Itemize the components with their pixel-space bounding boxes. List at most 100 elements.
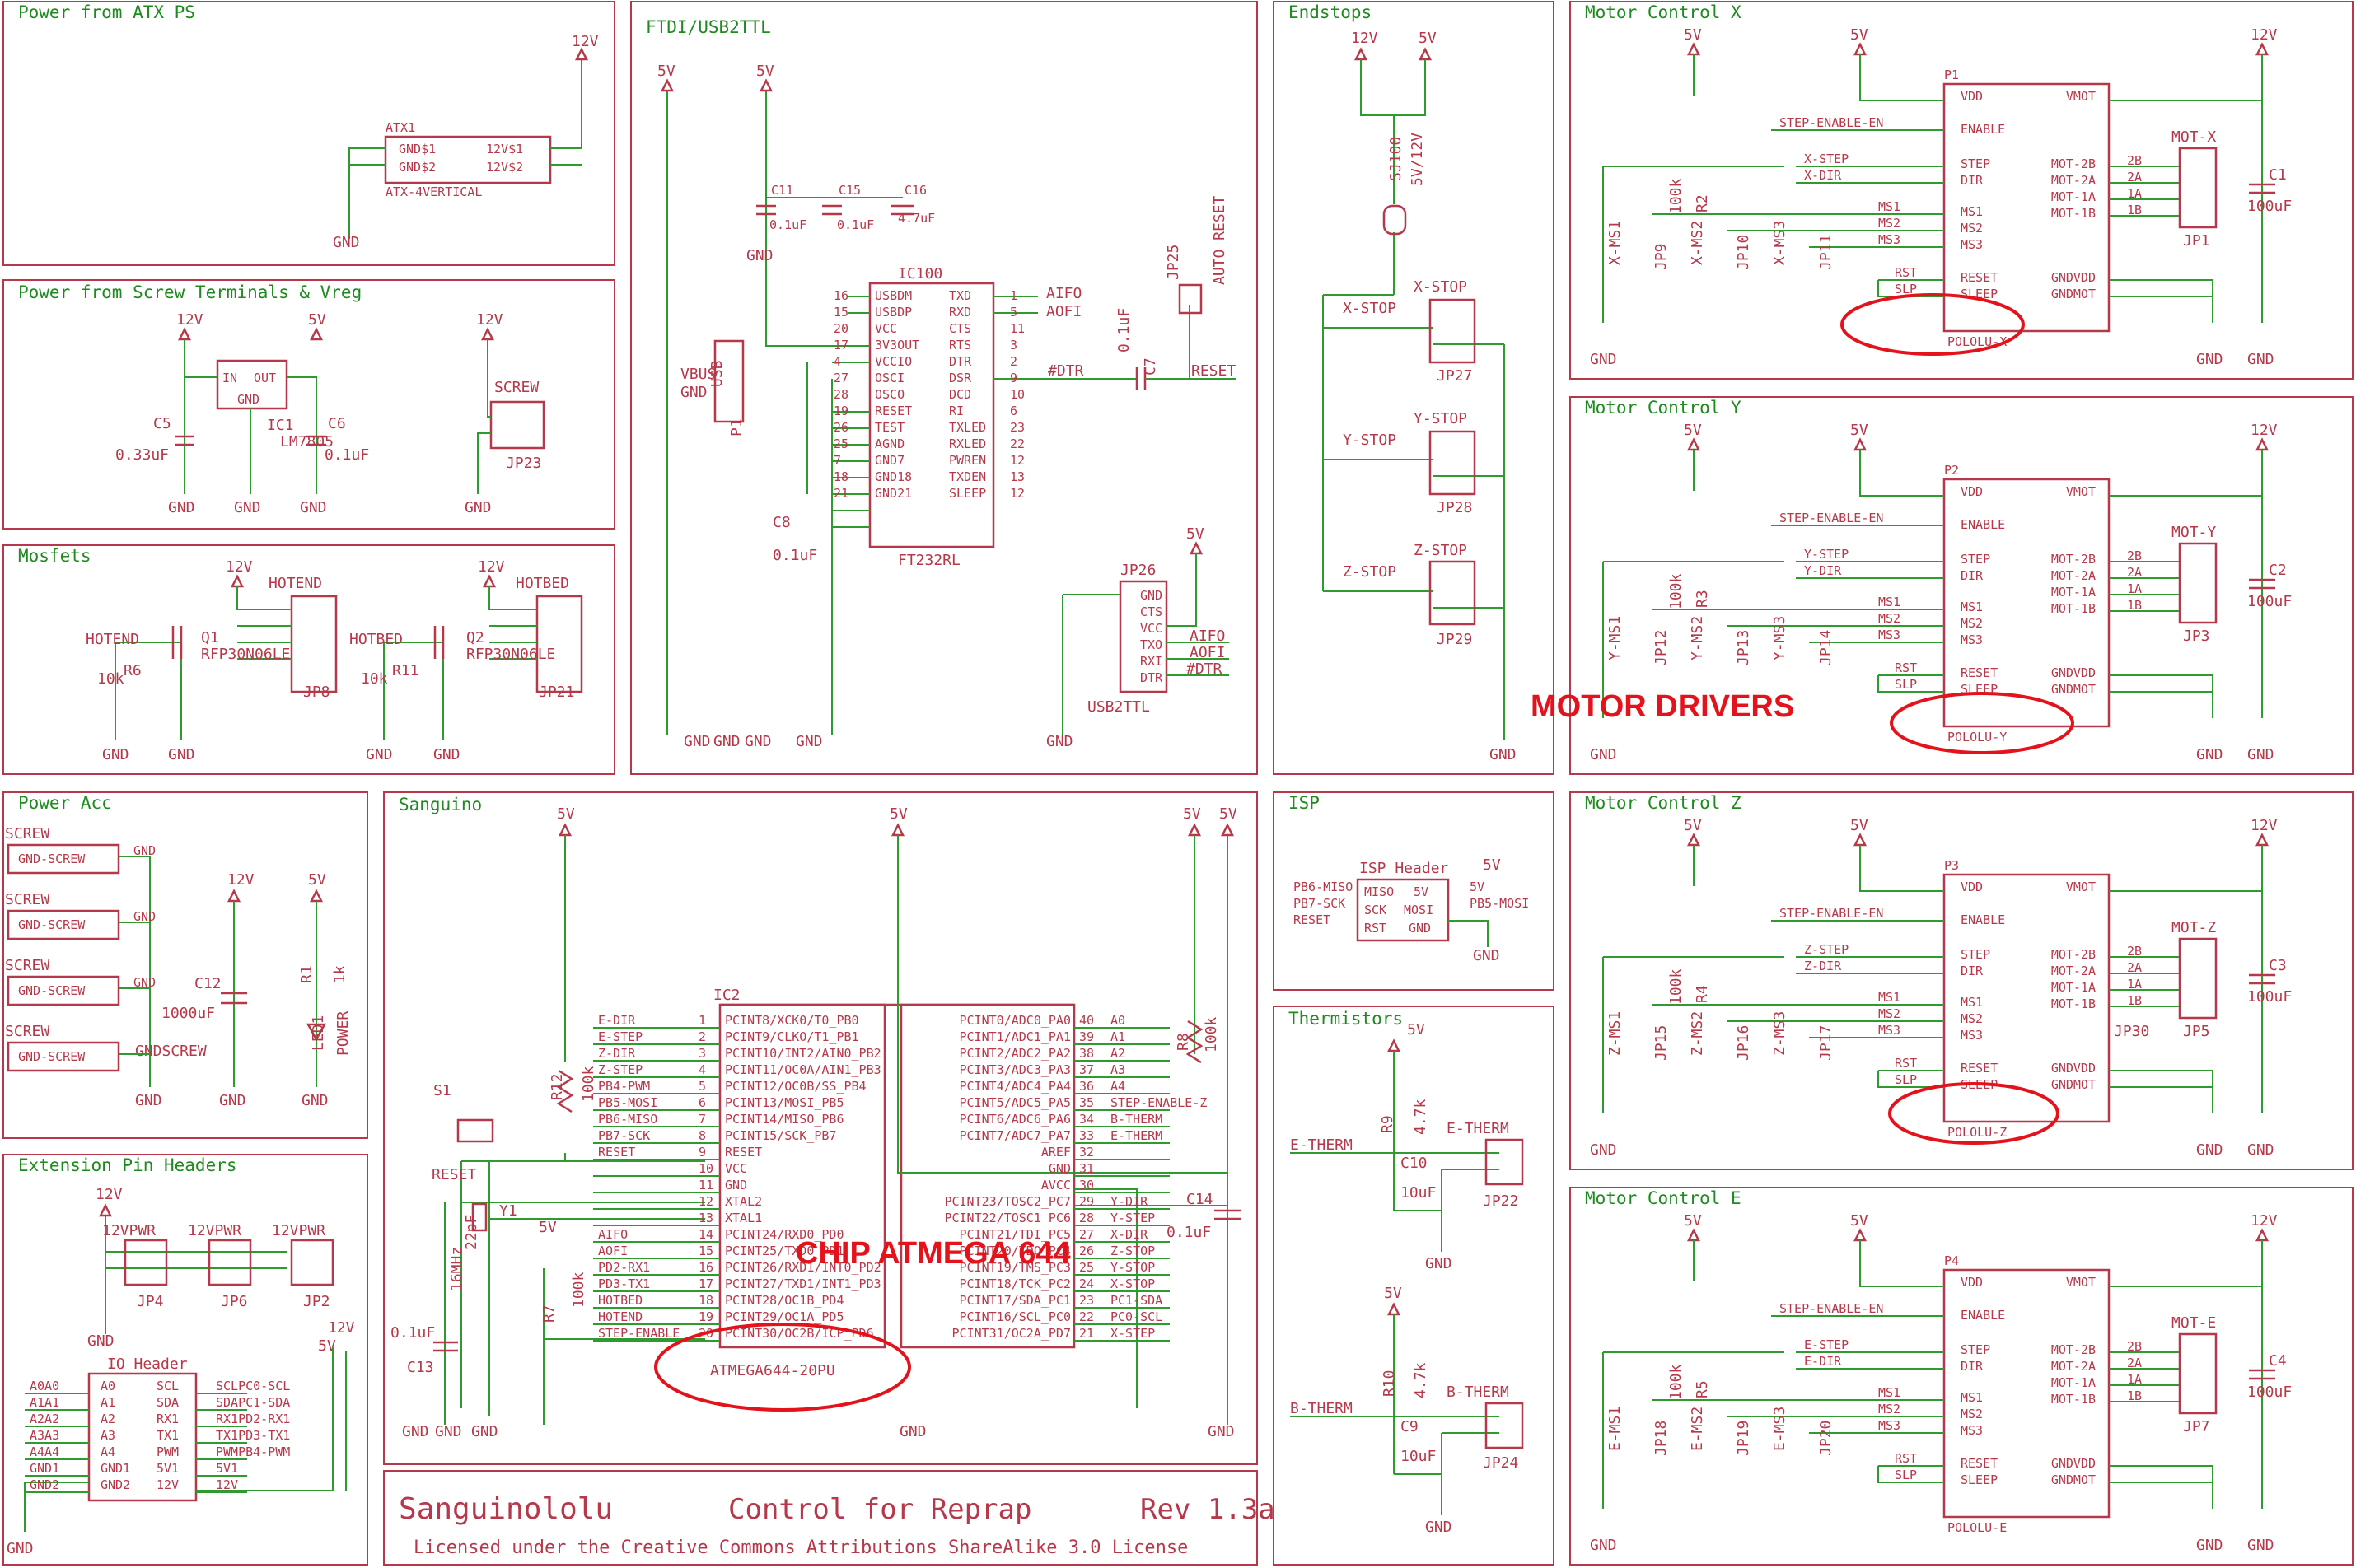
pololu-driver [1942, 1268, 2111, 1519]
motor-pin: 2A [2127, 170, 2142, 184]
frame-power-screw [2, 279, 615, 530]
svg-text:Z-STOP: Z-STOP [1343, 563, 1396, 581]
atmega-right-pin: 37 [1079, 1062, 1094, 1077]
svg-text:4.7uF: 4.7uF [898, 211, 935, 226]
atmega-left-pin: 2 [699, 1029, 706, 1044]
bulk-cap-ref: C2 [2269, 562, 2287, 579]
power-arrow-icon [1686, 833, 2270, 847]
svg-text:5V: 5V [1470, 880, 1484, 894]
svg-text:B-THERM: B-THERM [1447, 1384, 1509, 1401]
vreg-circuit: 12V 5V IN OUT GND IC1 LM7805 C5 0.33uF C… [115, 311, 545, 516]
net-step: X-STEP [1804, 152, 1849, 166]
gnd-label: GND [1590, 746, 1617, 763]
motor-pin: 2A [2127, 960, 2142, 975]
svg-text:12V: 12V [226, 558, 253, 576]
frame-footer [383, 1470, 1258, 1566]
svg-text:12V: 12V [1351, 30, 1378, 47]
svg-text:GND: GND [366, 746, 393, 763]
ftdi-pin-name: DTR [949, 354, 972, 369]
svg-text:JP29: JP29 [1437, 631, 1472, 648]
motor-pin: 1A [2127, 977, 2142, 992]
title-power-acc: Power Acc [18, 793, 112, 813]
svg-text:5V: 5V [1414, 884, 1428, 899]
ftdi-pin-name: GND18 [875, 469, 912, 484]
io-left-net: A2A2 [30, 1412, 59, 1426]
bulk-cap-value: 100uF [2247, 198, 2292, 215]
ftdi-pin-num: 3 [1010, 338, 1017, 352]
title-ext-headers: Extension Pin Headers [18, 1155, 237, 1175]
svg-text:JP27: JP27 [1437, 367, 1472, 385]
ftdi-pin-name: RXLED [949, 436, 986, 451]
svg-text:4.7k: 4.7k [1412, 1099, 1429, 1135]
driver-pin: MOT-2A [2051, 568, 2096, 583]
driver-pin: MOT-2B [2051, 1342, 2096, 1357]
ms-jumper-label: E-MS2 [1689, 1407, 1706, 1451]
atmega-right-net: E-THERM [1110, 1128, 1162, 1143]
atmega-right-name: AVCC [1041, 1178, 1071, 1192]
ftdi-pin-num: 4 [834, 354, 841, 369]
svg-text:JP28: JP28 [1437, 499, 1472, 516]
net-enable: STEP-ENABLE-EN [1779, 906, 1883, 921]
ftdi-pin-name: TEST [875, 420, 905, 435]
io-left-pin: A0 [101, 1379, 115, 1393]
svg-text:RFP30N06LE: RFP30N06LE [466, 646, 555, 663]
atmega-left-name: PCINT14/MISO_PB6 [725, 1112, 844, 1127]
bulk-cap-value: 100uF [2247, 593, 2292, 610]
svg-text:100k: 100k [570, 1272, 587, 1308]
svg-text:RFP30N06LE: RFP30N06LE [201, 646, 290, 663]
ftdi-pin-name: VCCIO [875, 354, 912, 369]
motor-connector-label: MOT-Y [2171, 524, 2216, 541]
bulk-cap-value: 100uF [2247, 988, 2292, 1006]
screw-terminal [7, 843, 120, 875]
motor-jumper-ref: JP3 [2183, 628, 2210, 645]
ftdi-pin-name: RTS [949, 338, 971, 352]
driver-pin: STEP [1961, 947, 1990, 962]
frame-motor-x [1569, 1, 2354, 380]
motor-pin: 2B [2127, 944, 2142, 959]
screw-pin: GND-SCREW [18, 1049, 86, 1064]
io-right-net: 12V [216, 1477, 238, 1492]
title-ftdi: FTDI/USB2TTL [646, 17, 771, 37]
driver-pin: MS3 [1961, 632, 1983, 647]
atmega-right-name: PCINT23/TOSC2_PC7 [944, 1194, 1071, 1209]
driver-pin: GNDMOT [2051, 682, 2096, 697]
atmega-left-net: PB7-SCK [598, 1128, 650, 1143]
screw-pin: GND-SCREW [18, 852, 86, 866]
bulk-cap [2249, 1369, 2275, 1380]
driver-ref: P4 [1944, 1253, 1959, 1268]
gnd-label: GND [2247, 1141, 2274, 1159]
svg-text:AIFO: AIFO [1046, 285, 1082, 302]
atmega-right-name: PCINT19/TMS_PC3 [960, 1260, 1071, 1275]
motor-pin: 1B [2127, 1388, 2142, 1403]
gnd-label: GND [1590, 1537, 1617, 1554]
io-left-net: A1A1 [30, 1395, 59, 1410]
atmega-right-name: PCINT0/ADC0_PA0 [960, 1013, 1071, 1028]
svg-text:VBUS: VBUS [680, 366, 716, 383]
motor-pin: 1B [2127, 203, 2142, 217]
screw-label: SCREW [5, 891, 49, 908]
io-right-net: SDAPC1-SDA [216, 1395, 290, 1410]
driver-pin: STEP [1961, 1342, 1990, 1357]
ftdi-pin-name: PWREN [949, 453, 986, 468]
ftdi-pin-name: GND21 [875, 486, 912, 501]
pulldown-value: 100k [1667, 178, 1685, 214]
atmega-left-net: E-DIR [598, 1013, 636, 1028]
license-text: Licensed under the Creative Commons Attr… [414, 1538, 1188, 1558]
driver-pin: VDD [1961, 880, 1983, 894]
net-dir: Z-DIR [1804, 959, 1842, 973]
frame-motor-y [1569, 396, 2354, 775]
svg-text:IO Header: IO Header [107, 1356, 188, 1373]
svg-text:PB6-MISO: PB6-MISO [1293, 880, 1353, 894]
ftdi-pin-name: USBDP [875, 305, 912, 320]
io-left-pin: GND2 [101, 1477, 130, 1492]
pulldown-ref: R5 [1694, 1380, 1711, 1398]
svg-text:GND: GND [402, 1423, 429, 1440]
motor-pin: 1A [2127, 1372, 2142, 1387]
pololu-driver [1942, 82, 2111, 333]
title-sanguino: Sanguino [399, 795, 482, 814]
ms-jumper-label: E-MS1 [1606, 1407, 1624, 1451]
atmega-right-name: PCINT17/SDA_PC1 [960, 1293, 1071, 1308]
io-left-pin: A3 [101, 1428, 115, 1443]
